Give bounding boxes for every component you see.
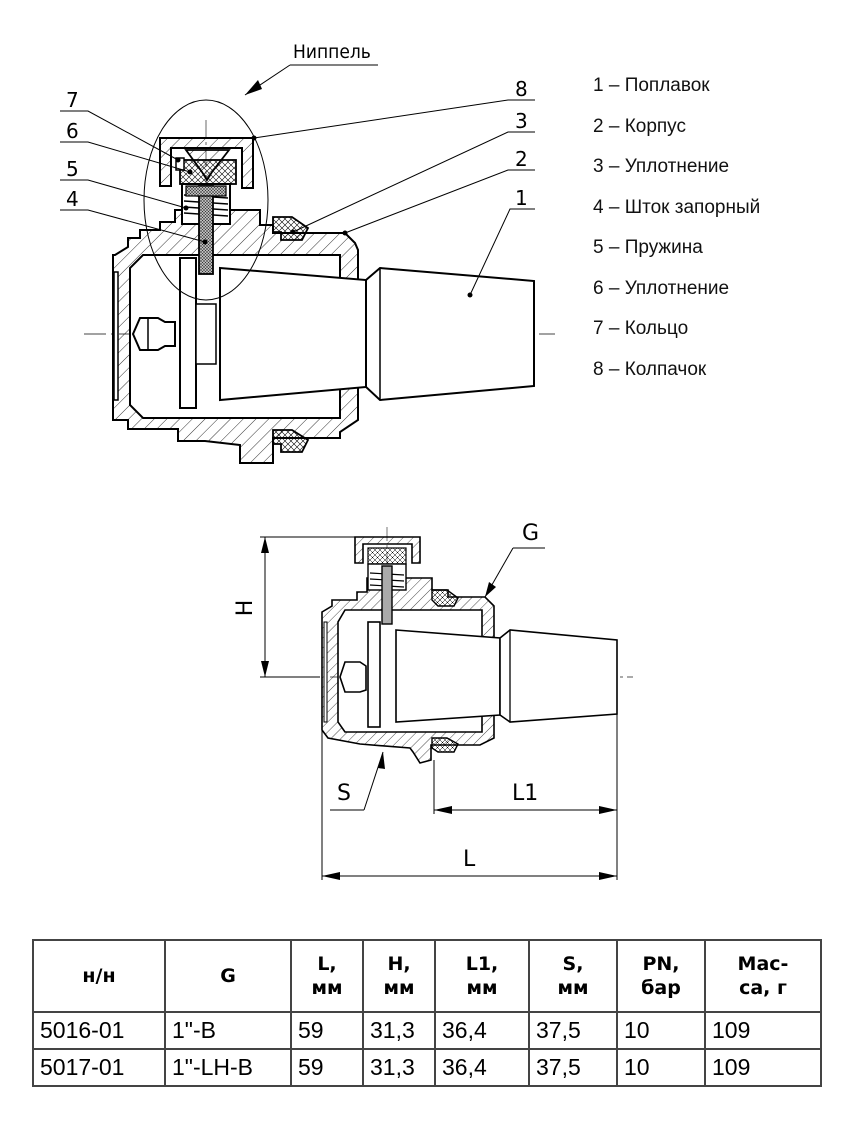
part-number-7: 7 xyxy=(66,88,79,112)
cell-thread: 1"-LH-B xyxy=(164,1048,292,1087)
arrow-head-icon xyxy=(434,806,452,814)
cell-h: 31,3 xyxy=(362,1048,436,1087)
part-number-4: 4 xyxy=(66,187,79,211)
header-text: L1, xyxy=(465,953,499,975)
header-unit: мм xyxy=(383,977,415,999)
header-unit: мм xyxy=(557,977,589,999)
part-number-2: 2 xyxy=(515,147,528,171)
cell-l: 59 xyxy=(290,1048,364,1087)
float-plate xyxy=(179,257,197,409)
sectional-drawing: Ниппель 8 3 2 1 7 6 5 4 xyxy=(60,41,555,464)
header-unit: бар xyxy=(641,977,681,999)
header-text: G xyxy=(220,965,236,987)
nipple-assembly xyxy=(159,137,254,275)
dim-label-l1: L1 xyxy=(512,781,538,806)
header-cell: H,мм xyxy=(362,939,436,1013)
legend-item: 5 – Пружина xyxy=(593,237,703,258)
header-text: S, xyxy=(562,953,584,975)
nipple-label: Ниппель xyxy=(293,41,371,63)
legend-item: 1 – Поплавок xyxy=(593,75,710,96)
legend-item: 8 – Колпачок xyxy=(593,358,707,380)
header-unit: са, г xyxy=(739,977,787,999)
leader-lines xyxy=(60,99,535,296)
dim-label-s: S xyxy=(337,781,351,806)
cell-h: 31,3 xyxy=(362,1011,436,1050)
arrow-head-icon xyxy=(322,872,340,880)
part-number-3: 3 xyxy=(515,109,528,133)
cell-l: 59 xyxy=(290,1011,364,1050)
arrow-head-icon xyxy=(261,537,269,553)
part-number-6: 6 xyxy=(66,119,79,143)
header-cell: PN,бар xyxy=(616,939,706,1013)
leader-dots xyxy=(175,135,473,298)
cell-s: 37,5 xyxy=(528,1011,618,1050)
header-unit: мм xyxy=(311,977,343,999)
arrow-head-icon xyxy=(378,752,385,769)
arrow-head-icon xyxy=(245,80,262,95)
cell-mass: 109 xyxy=(704,1048,822,1087)
spec-table: н/н G L,мм H,мм L1,мм S,мм PN,бар Мас-са… xyxy=(32,939,822,1087)
cell-thread: 1"-B xyxy=(164,1011,292,1050)
parts-legend: 1 – Поплавок 2 – Корпус 3 – Уплотнение 4… xyxy=(593,74,853,398)
header-unit: мм xyxy=(466,977,498,999)
dim-label-l: L xyxy=(463,847,476,872)
legend-item: 7 – Кольцо xyxy=(593,318,689,339)
table-header-row: н/н G L,мм H,мм L1,мм S,мм PN,бар Мас-са… xyxy=(32,939,822,1013)
cell-model: 5016-01 xyxy=(32,1011,166,1050)
header-text: н/н xyxy=(82,965,116,987)
nipple-callout-ellipse xyxy=(143,99,269,301)
valve-piston xyxy=(131,317,176,351)
cell-pn: 10 xyxy=(616,1048,706,1087)
dim-label-g: G xyxy=(522,521,539,546)
dimension-drawing: H G S L1 L xyxy=(233,521,633,880)
header-text: L, xyxy=(317,953,337,975)
header-cell: н/н xyxy=(32,939,166,1013)
cell-l1: 36,4 xyxy=(434,1011,530,1050)
cell-l1: 36,4 xyxy=(434,1048,530,1087)
arrow-head-icon xyxy=(599,872,617,880)
header-cell: L1,мм xyxy=(434,939,530,1013)
legend-item: 6 – Уплотнение xyxy=(593,277,730,299)
header-text: Мас- xyxy=(737,953,789,975)
table-row: 5016-01 1"-B 59 31,3 36,4 37,5 10 109 xyxy=(32,1011,822,1050)
cell-mass: 109 xyxy=(704,1011,822,1050)
dimension-h xyxy=(260,536,355,678)
header-text: PN, xyxy=(642,953,680,975)
table-row: 5017-01 1"-LH-B 59 31,3 36,4 37,5 10 109 xyxy=(32,1048,822,1087)
arrow-head-icon xyxy=(261,661,269,677)
cell-model: 5017-01 xyxy=(32,1048,166,1087)
dim-label-h: H xyxy=(233,600,258,617)
cell-pn: 10 xyxy=(616,1011,706,1050)
header-cell: G xyxy=(164,939,292,1013)
part-number-1: 1 xyxy=(515,186,528,210)
legend-item: 4 – Шток запорный xyxy=(593,196,761,218)
legend-item: 3 – Уплотнение xyxy=(593,156,730,177)
header-cell: L,мм xyxy=(290,939,364,1013)
legend-item: 2 – Корпус xyxy=(593,115,686,137)
cell-s: 37,5 xyxy=(528,1048,618,1087)
arrow-head-icon xyxy=(485,582,496,597)
part-number-8: 8 xyxy=(515,77,528,101)
header-cell: S,мм xyxy=(528,939,618,1013)
header-cell: Мас-са, г xyxy=(704,939,822,1013)
arrow-head-icon xyxy=(599,806,617,814)
float-part xyxy=(219,266,535,402)
part-number-5: 5 xyxy=(66,157,79,181)
header-text: H, xyxy=(387,953,411,975)
